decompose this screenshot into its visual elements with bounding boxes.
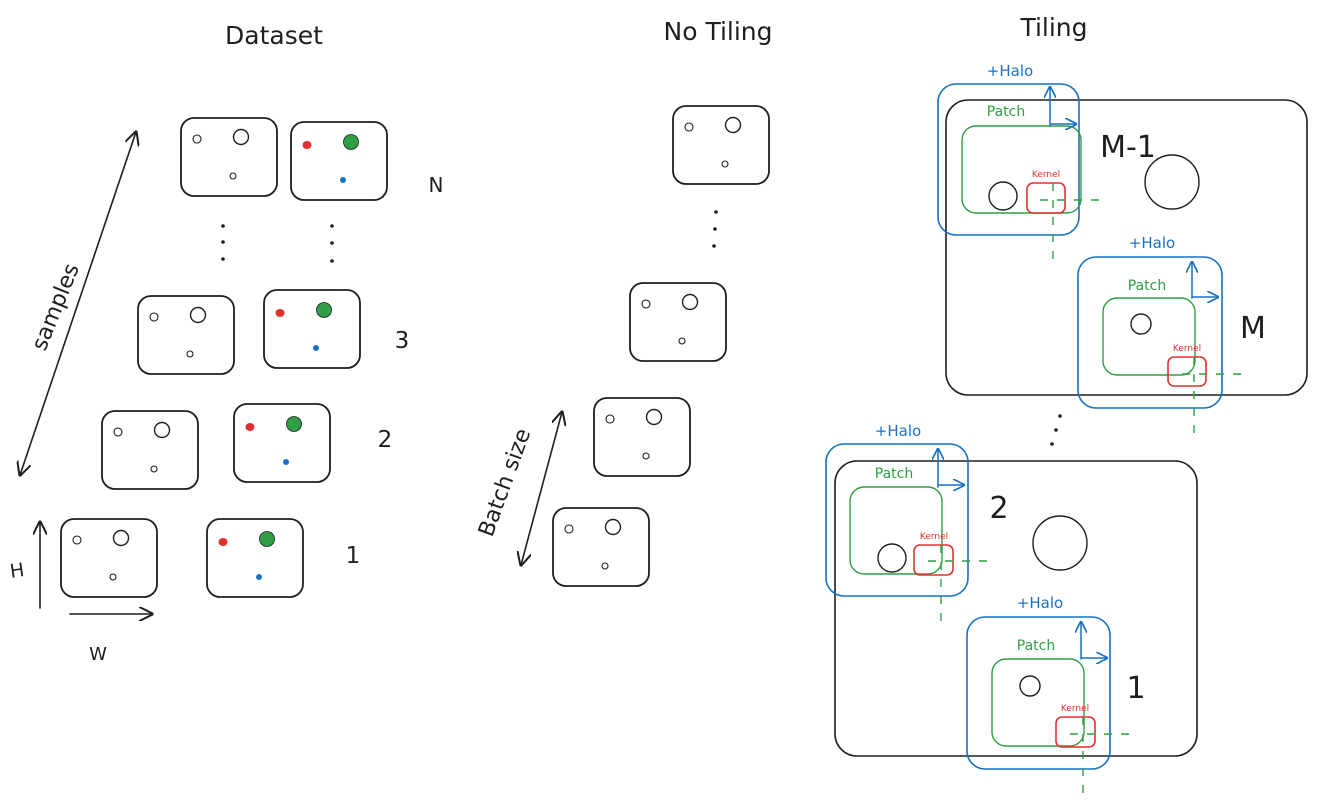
tile-group-m: +Halo Patch Kernel [1077, 234, 1245, 435]
tile-label-m-minus-1: M-1 [1100, 130, 1156, 165]
tiling-ellipsis [1050, 414, 1062, 446]
kernel-label: Kernel [1173, 344, 1201, 354]
patch-label: Patch [875, 466, 913, 482]
halo-box [937, 83, 1080, 236]
row-label-3: 3 [395, 328, 410, 354]
batch-size-arrow [521, 412, 562, 565]
tile-group-m-minus-1: +Halo Patch Kernel [937, 62, 1105, 262]
sample-card-2-color [233, 403, 331, 483]
halo-box [825, 443, 969, 597]
batch-size-label: Batch size [474, 425, 536, 540]
halo-label: +Halo [875, 422, 921, 440]
patch-feature [1130, 313, 1152, 335]
patch-feature [877, 543, 907, 573]
patch-box [849, 486, 943, 575]
tile-group-1: +Halo Patch Kernel [966, 594, 1133, 797]
tiling-title: Tiling [1019, 13, 1087, 42]
dataset-panel: samples H W N 3 2 1 [9, 117, 444, 665]
halo-label: +Halo [1017, 594, 1063, 612]
dataset-ellipsis-left [221, 224, 225, 261]
sample-card-3-grey [137, 295, 235, 375]
halo-box [1077, 256, 1223, 409]
row-label-n: N [429, 173, 444, 197]
kernel-box [1167, 356, 1207, 387]
halo-label: +Halo [1129, 234, 1175, 252]
patch-label: Patch [1017, 638, 1055, 654]
row-label-2: 2 [378, 427, 393, 453]
kernel-box [913, 544, 954, 576]
tiling-panel: M-1 M +Halo Patch Kernel +Halo Patch Ker… [825, 62, 1308, 797]
kernel-label: Kernel [1032, 170, 1060, 180]
kernel-box [1026, 182, 1066, 214]
dataset-title: Dataset [225, 21, 323, 50]
patch-label: Patch [1128, 278, 1166, 294]
patch-box [961, 125, 1082, 214]
no-tiling-ellipsis [712, 210, 718, 248]
samples-axis-arrow [20, 132, 136, 475]
row-label-1: 1 [346, 543, 361, 569]
patch-box [1102, 297, 1196, 376]
no-tiling-panel: Batch size [474, 105, 770, 587]
patch-box [991, 658, 1085, 747]
halo-label: +Halo [987, 62, 1033, 80]
kernel-box [1055, 716, 1096, 748]
batch-card-3 [629, 282, 727, 362]
kernel-label: Kernel [920, 532, 948, 542]
batch-card-2 [593, 397, 691, 477]
tile-image-upper [945, 99, 1308, 396]
height-axis-label: H [9, 559, 26, 583]
tile-label-m: M [1240, 311, 1266, 346]
lower-large-feature [1032, 515, 1088, 571]
sample-card-2-grey [101, 410, 199, 490]
sample-card-1-grey [60, 518, 158, 598]
sample-card-3-color [263, 289, 361, 369]
tile-label-1: 1 [1126, 671, 1145, 706]
patch-feature [1019, 675, 1041, 697]
sample-card-n-grey [180, 117, 278, 197]
batch-card-top [672, 105, 770, 185]
tile-group-2: +Halo Patch Kernel [825, 422, 992, 622]
no-tiling-title: No Tiling [664, 17, 773, 46]
kernel-label: Kernel [1061, 704, 1089, 714]
width-axis-label: W [89, 644, 107, 665]
sample-card-1-color [206, 518, 304, 598]
batch-card-1 [552, 507, 650, 587]
dataset-ellipsis-right [330, 224, 334, 263]
halo-box [966, 616, 1111, 770]
tile-image-lower [834, 460, 1198, 757]
patch-feature [988, 181, 1018, 211]
upper-large-feature [1144, 154, 1200, 210]
tile-label-2: 2 [989, 491, 1008, 526]
patch-label: Patch [987, 104, 1025, 120]
sample-card-n-color [290, 121, 388, 201]
